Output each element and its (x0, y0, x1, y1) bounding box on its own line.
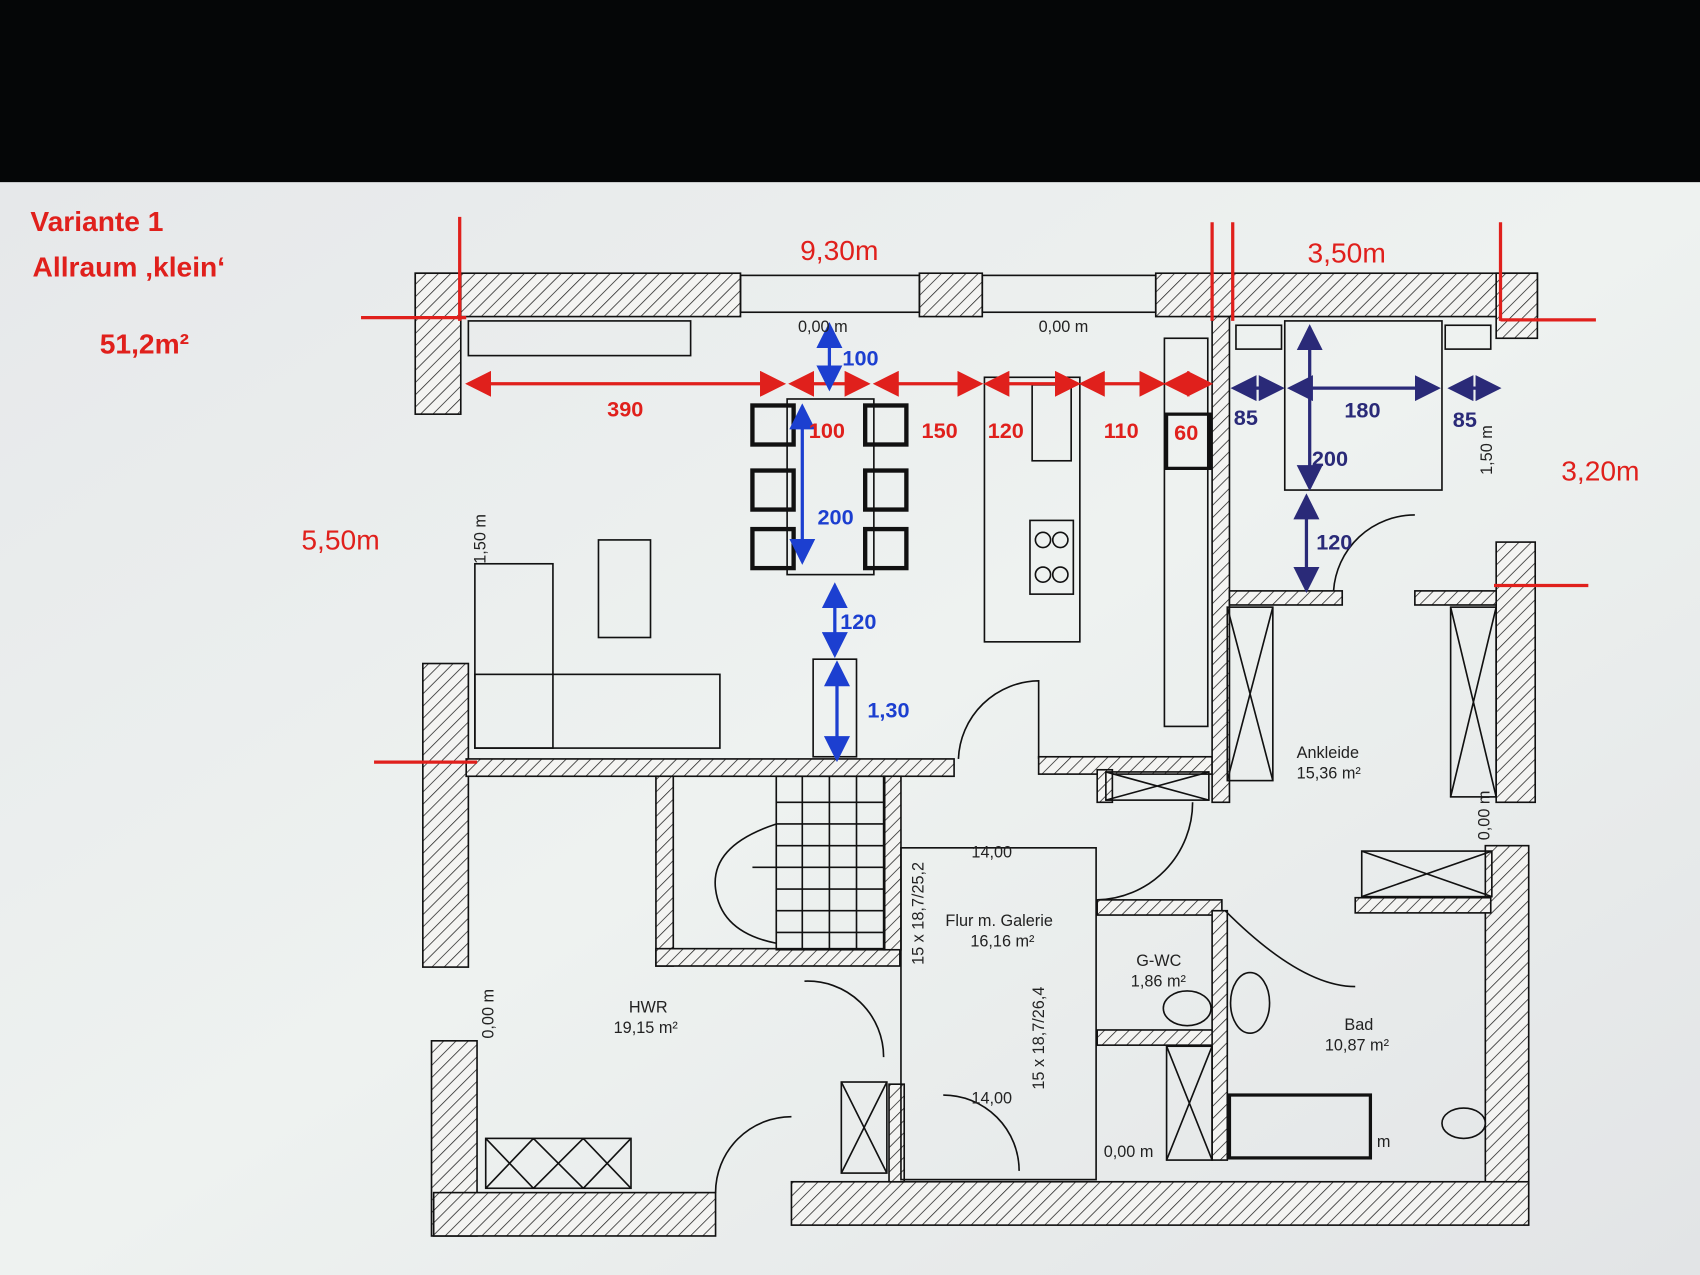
allraum-area: 51,2m² (100, 327, 189, 359)
stairs-top-label: 14,00 (971, 844, 1012, 862)
stairs-bottom-label: 14,00 (971, 1090, 1012, 1108)
navy-dim-left: 85 (1234, 405, 1258, 430)
window-level-top-right: 0,00 m (1039, 318, 1089, 336)
navy-dim-bed-length: 200 (1312, 446, 1348, 471)
blue-dimension-lines (789, 322, 850, 763)
room-hwr-area: 19,15 m² (614, 1019, 679, 1037)
room-bad-name: Bad (1344, 1016, 1373, 1034)
room-flur-name: Flur m. Galerie (945, 912, 1052, 930)
stair-spec-1: 15 x 18,7/25,2 (910, 862, 928, 965)
red-dim-390: 390 (607, 396, 643, 421)
room-gwc-name: G-WC (1136, 952, 1181, 970)
blue-dim-below-table: 120 (840, 609, 876, 634)
window-level-hwr: 0,00 m (479, 989, 497, 1039)
red-dim-150: 150 (922, 418, 958, 443)
room-hwr-name: HWR (629, 999, 668, 1017)
blue-dim-stair-gap: 1,30 (867, 698, 909, 723)
navy-dim-bed: 180 (1344, 397, 1380, 422)
room-flur-area: 16,16 m² (970, 932, 1035, 950)
level-wc: 0,00 m (1104, 1143, 1154, 1161)
red-dim-120: 120 (988, 418, 1024, 443)
blue-dim-top: 100 (842, 345, 878, 370)
red-dim-100: 100 (809, 418, 845, 443)
variant-title: Variante 1 (30, 205, 163, 237)
dim-top-left: 9,30m (800, 234, 878, 266)
red-dimension-lines (361, 216, 1596, 764)
window-level-right: 1,50 m (1478, 425, 1496, 475)
furniture (467, 274, 1497, 1193)
dim-right: 3,20m (1561, 454, 1639, 486)
window-level-ankleide: 0,00 m (1476, 791, 1494, 841)
window-level-left: 1,50 m (472, 514, 490, 564)
dim-top-right: 3,50m (1308, 236, 1386, 268)
window-level-top-left: 0,00 m (798, 318, 848, 336)
walls (414, 272, 1539, 1237)
level-bad: m (1377, 1133, 1391, 1151)
navy-dimension-lines (1230, 324, 1502, 594)
red-dim-60: 60 (1174, 420, 1198, 445)
navy-dim-below-bed: 120 (1316, 530, 1352, 555)
blue-dim-table-length: 200 (817, 505, 853, 530)
room-bad-area: 10,87 m² (1325, 1037, 1390, 1055)
stair-spec-2: 15 x 18,7/26,4 (1030, 987, 1048, 1090)
screen-background (0, 182, 1700, 1275)
room-ankleide-name: Ankleide (1297, 744, 1359, 762)
room-ankleide-area: 15,36 m² (1297, 764, 1362, 782)
variant-subtitle: Allraum ‚klein‘ (33, 250, 226, 282)
dim-left: 5,50m (301, 524, 379, 556)
room-gwc-area: 1,86 m² (1131, 973, 1187, 991)
navy-dim-right: 85 (1453, 407, 1477, 432)
red-dim-110: 110 (1104, 418, 1139, 443)
